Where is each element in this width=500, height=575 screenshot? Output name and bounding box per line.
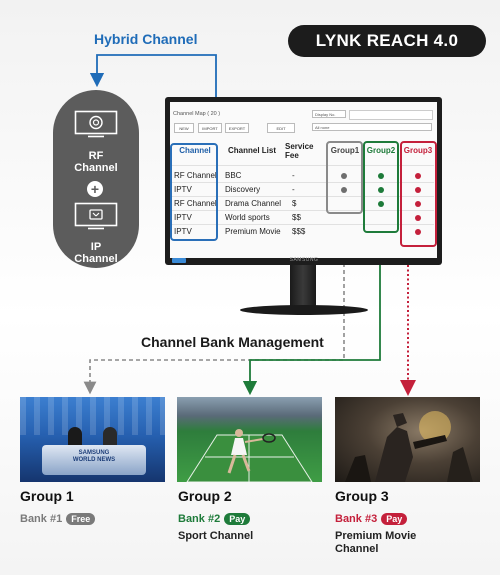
monitor-stand-neck [290,265,316,307]
channel-bank-management-label: Channel Bank Management [141,334,324,350]
monitor-brand: SAMSUNG [289,257,319,263]
row2-fee: - [292,185,295,194]
group3-membership-dot [415,187,421,193]
row1-fee: - [292,171,295,180]
filter-select[interactable]: All none [312,123,432,131]
row-divider [172,210,434,211]
group1-membership-dot [341,187,347,193]
header-group2: Group2 [366,146,396,155]
product-title-badge: LYNK REACH 4.0 [288,25,486,57]
channel-map-title: Channel Map ( 20 ) [173,111,221,117]
row-divider [172,182,434,183]
group3-membership-dot [415,215,421,221]
group1-news-image: SAMSUNG WORLD NEWS [20,397,165,482]
row5-fee: $$$ [292,227,306,236]
group3-membership-dot [415,173,421,179]
pay-badge: Pay [381,513,408,525]
header-group3: Group3 [403,146,433,155]
header-channel-list: Channel List [227,146,276,155]
group1-column-box[interactable] [326,141,363,214]
edit-button[interactable]: EDIT [267,123,295,133]
hybrid-channel-label: Hybrid Channel [94,31,198,47]
row4-fee: $$ [292,213,301,222]
pay-badge: Pay [224,513,251,525]
monitor-logo-icon [172,258,186,263]
row5-name: Premium Movie [225,227,281,236]
channel-column-highlight [170,143,218,241]
row1-channel: RF Channel [174,171,217,180]
row3-name: Drama Channel [225,199,282,208]
ip-tv-icon [74,202,118,230]
row-divider [172,224,434,225]
group2-column-box[interactable] [363,141,399,233]
row1-name: BBC [225,171,242,180]
group2-sport-image [177,397,322,482]
battle-scene-graphic [345,411,473,482]
row3-channel: RF Channel [174,199,217,208]
group3-membership-dot [415,201,421,207]
group3-bank-number: Bank #3 [335,513,378,525]
group3-column-box[interactable] [400,141,437,247]
row5-channel: IPTV [174,227,192,236]
row2-channel: IPTV [174,185,192,194]
group3-description: Premium Movie Channel [335,530,417,555]
group2-title: Group 2 [178,488,232,504]
group1-bank-number: Bank #1 [20,513,63,525]
header-group1: Group1 [330,146,360,155]
row3-fee: $ [292,199,297,208]
header-channel: Channel [179,146,211,155]
rf-tv-icon [74,110,118,138]
group2-connector [242,233,381,396]
row2-name: Discovery [225,185,261,194]
plus-icon: + [87,181,103,197]
row-divider [172,196,434,197]
new-button[interactable]: NEW [174,123,194,133]
ip-channel-label: IP Channel [74,241,118,265]
group3-movie-image [335,397,480,482]
group2-description: Sport Channel [178,530,254,542]
group2-bank-number: Bank #2 [178,513,221,525]
row4-channel: IPTV [174,213,192,222]
rf-channel-label: RF Channel [74,150,118,174]
import-button[interactable]: IMPORT [198,123,222,133]
group1-membership-dot [341,173,347,179]
tennis-court-graphic [186,429,313,482]
group1-connector [83,214,345,395]
export-button[interactable]: EXPORT [225,123,249,133]
monitor-stand-base [240,305,368,315]
group2-membership-dot [378,187,384,193]
group2-membership-dot [378,201,384,207]
display-select[interactable]: Display No. [312,110,346,118]
group3-membership-dot [415,229,421,235]
row-divider [172,165,434,166]
map-search-input[interactable] [349,110,433,120]
row4-name: World sports [225,213,270,222]
header-service-fee: Service Fee [285,142,314,160]
group3-title: Group 3 [335,488,389,504]
free-badge: Free [66,513,96,525]
group2-membership-dot [378,173,384,179]
news-desk-text: SAMSUNG WORLD NEWS [72,450,116,463]
group1-title: Group 1 [20,488,74,504]
